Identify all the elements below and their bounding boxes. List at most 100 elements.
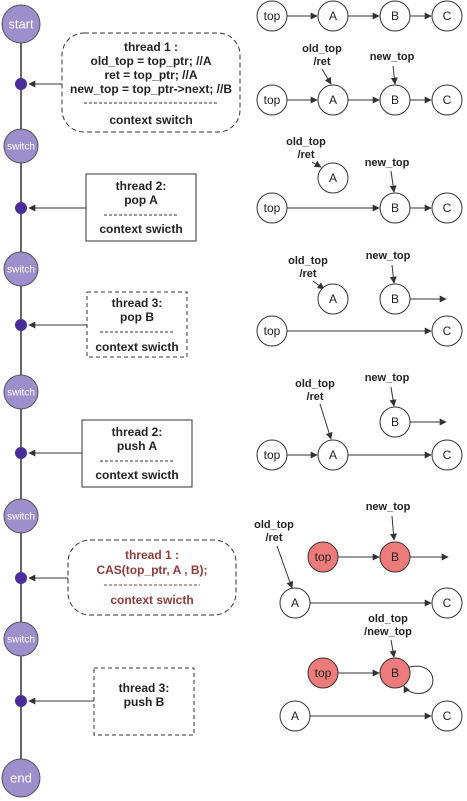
stack-state-after-push-b: old_top /new_top top B A C [279, 613, 463, 732]
step-box [61, 32, 241, 133]
step-footer: context swicth [110, 593, 193, 607]
stack-node-label: B [391, 9, 399, 23]
stack-node-label: C [443, 448, 452, 462]
step-box [81, 419, 193, 488]
step-line: push B [124, 695, 165, 709]
timeline-switch-node [3, 128, 39, 164]
event-dot [15, 78, 27, 90]
step-box [93, 667, 195, 736]
timeline-switch-node [3, 498, 39, 534]
stack-node-label: A [291, 596, 299, 610]
timeline-start-label: start [8, 17, 34, 32]
timeline-switch-label: switch [7, 512, 35, 523]
pointer-label-new-top: new_top [370, 51, 415, 63]
step-line: pop B [120, 310, 154, 324]
timeline-switch-label: switch [7, 388, 35, 399]
pointer-arrow [319, 403, 333, 440]
step-line: thread 2: [112, 425, 163, 439]
step-footer: context switch [109, 113, 192, 127]
stack-node-label: top [315, 550, 332, 564]
event-dot [15, 202, 27, 214]
event-dot [15, 319, 27, 331]
pointer-label-old-top: old_top [295, 378, 335, 390]
stack-node-label: B [391, 292, 399, 306]
pointer-label-ret: /ret [265, 532, 282, 544]
stack-node-label: top [264, 324, 281, 338]
stack-node-c [431, 439, 463, 471]
event-dot [15, 572, 27, 584]
stack-node-label: B [391, 550, 399, 564]
stack-node-label: top [264, 201, 281, 215]
stack-node-label: C [443, 201, 452, 215]
step-line: pop A [124, 193, 158, 207]
step-box [85, 173, 197, 242]
pointer-arrow [321, 68, 332, 85]
stack-node-a [317, 162, 349, 194]
pointer-label-old-top: old_top [368, 613, 408, 625]
pointer-arrow [389, 515, 397, 541]
pointer-arrow [390, 65, 398, 85]
stack-node-a [317, 283, 349, 315]
step-line: thread 2: [116, 179, 167, 193]
stack-node-label: C [443, 93, 452, 107]
step-box-thread3-pop: thread 3: pop B context swicth [86, 291, 188, 358]
step-line: new_top = top_ptr->next; //B [70, 82, 232, 96]
pointer-label-new-top: /new_top [364, 626, 412, 638]
timeline: start switch switch switch switch switch… [1, 4, 41, 798]
stack-node-label: B [391, 93, 399, 107]
step-box-thread2-push: thread 2: push A context swicth [81, 419, 193, 488]
timeline-switch-node [3, 374, 39, 410]
step-box [67, 539, 237, 616]
stack-node-c [431, 84, 463, 116]
timeline-switch-label: switch [7, 635, 35, 646]
stack-self-loop [403, 665, 434, 694]
step-line: thread 3: [119, 681, 170, 695]
stack-node-label: B [391, 201, 399, 215]
stack-node-c [431, 192, 463, 224]
stack-node-c [431, 315, 463, 347]
stack-node-label: A [329, 448, 337, 462]
pointer-label-new-top: new_top [366, 250, 411, 262]
step-line: CAS(top_ptr, A , B); [96, 563, 207, 577]
pointer-label-ret: /ret [299, 268, 316, 280]
pointer-label-ret: /ret [313, 56, 330, 68]
stack-node-label: C [443, 709, 452, 723]
timeline-start-node [1, 4, 41, 44]
step-box-thread1-read: thread 1 : old_top = top_ptr; //A ret = … [61, 32, 241, 133]
stack-state-after-pop-a: old_top /ret A new_top top B C [256, 136, 463, 224]
step-line: push A [117, 439, 158, 453]
step-footer: context swicth [99, 222, 182, 236]
step-box-thread2-pop: thread 2: pop A context swicth [85, 173, 197, 242]
stack-node-c [431, 587, 463, 619]
stack-node-label: A [329, 292, 337, 306]
pointer-arrow [276, 545, 294, 589]
timeline-switch-node [3, 251, 39, 287]
pointer-arrow [389, 386, 397, 407]
stack-node-label: B [391, 666, 399, 680]
stack-state-after-push-a: old_top /ret new_top B top A C [256, 372, 463, 471]
stack-node-label: top [264, 448, 281, 462]
pointer-arrow [389, 170, 397, 193]
pointer-label-new-top: new_top [366, 501, 411, 513]
step-footer: context swicth [95, 340, 178, 354]
step-line: thread 1 : [124, 40, 178, 54]
stack-node-label: C [443, 596, 452, 610]
pointer-arrow [389, 639, 397, 658]
pointer-label-old-top: old_top [288, 255, 328, 267]
pointer-label-old-top: old_top [254, 519, 294, 531]
stack-node-label: top [264, 9, 281, 23]
pointer-arrow [389, 264, 397, 284]
stack-state-after-read: old_top /ret new_top top A B C [256, 43, 463, 116]
pointer-label-new-top: new_top [365, 157, 410, 169]
step-box-thread1-cas: thread 1 : CAS(top_ptr, A , B); context … [67, 539, 237, 616]
pointer-label-old-top: old_top [286, 136, 326, 148]
pointer-label-old-top: old_top [302, 43, 342, 55]
step-footer: context swicth [95, 468, 178, 482]
stack-node-label: C [443, 9, 452, 23]
pointer-arrow [311, 160, 322, 168]
stack-node-c [431, 0, 463, 32]
timeline-switch-label: switch [7, 142, 35, 153]
stack-node-label: A [329, 9, 337, 23]
step-box-thread3-push: thread 3: push B [93, 667, 195, 736]
stack-node-label: A [329, 93, 337, 107]
